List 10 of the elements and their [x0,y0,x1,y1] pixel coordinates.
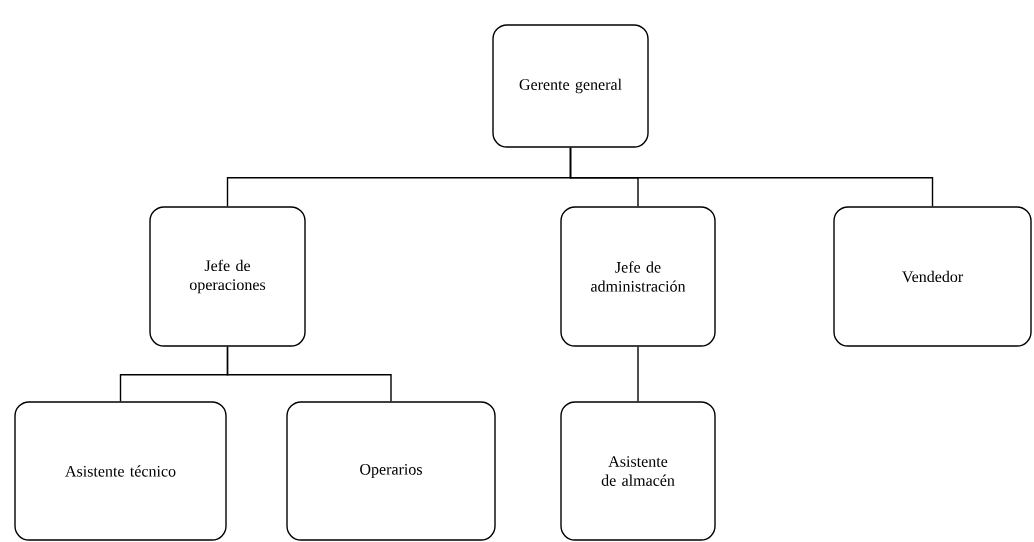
connector-line [226,346,392,402]
position-box: Asistente de almacén [560,401,716,541]
position-box: Operarios [286,401,496,541]
position-box: Jefe de administración [560,206,716,347]
connector-line [637,346,639,402]
position-box: Asistente técnico [14,401,227,541]
connector-line [569,147,934,207]
position-box: Gerente general [492,24,649,148]
position-box: Vendedor [833,206,1032,347]
position-box: Jefe de operaciones [149,206,306,347]
